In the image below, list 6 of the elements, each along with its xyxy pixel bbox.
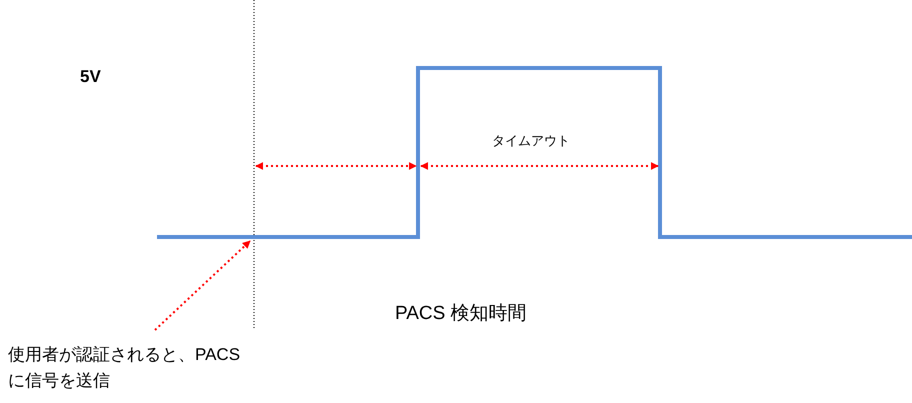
timeout-label: タイムアウト — [492, 132, 570, 150]
signal-waveform — [157, 66, 912, 239]
detection-time-label: PACS 検知時間 — [395, 302, 527, 326]
callout-text: 使用者が認証されると、PACS に信号を送信 — [8, 342, 258, 394]
leader-line — [154, 240, 251, 331]
voltage-label: 5V — [80, 66, 101, 88]
